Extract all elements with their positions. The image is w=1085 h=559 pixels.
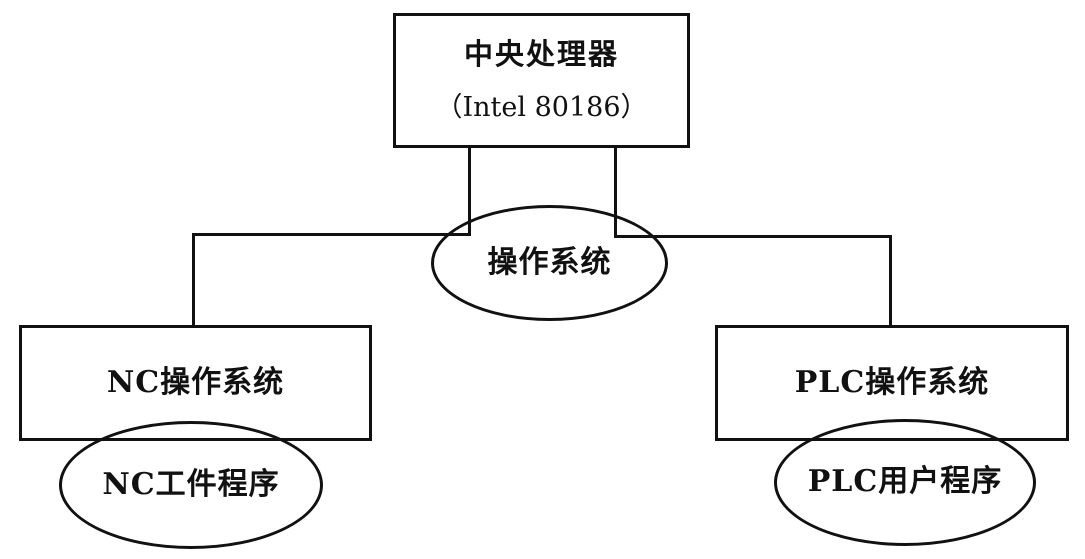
node-cpu-box: 中央处理器 （Intel 80186）	[393, 13, 690, 148]
plc-program-label: PLC用户程序	[807, 464, 1003, 500]
plc-os-label: PLC操作系统	[794, 364, 990, 400]
cpu-subtitle: （Intel 80186）	[435, 91, 648, 123]
connector-right-branch-vertical	[889, 235, 892, 327]
connector-cpu-right-vertical	[614, 146, 617, 238]
cpu-title: 中央处理器	[463, 36, 619, 71]
nc-os-label: NC操作系统	[106, 364, 285, 400]
nc-program-label: NC工件程序	[102, 466, 280, 502]
connector-left-branch-vertical	[192, 233, 195, 327]
node-nc-program-ellipse: NC工件程序	[59, 421, 323, 549]
connector-left-horizontal	[192, 233, 471, 236]
node-os-ellipse: 操作系统	[431, 205, 668, 321]
node-plc-program-ellipse: PLC用户程序	[774, 419, 1036, 546]
os-label: 操作系统	[487, 244, 612, 280]
connector-cpu-left-vertical	[468, 146, 471, 236]
connector-right-horizontal	[615, 235, 892, 238]
